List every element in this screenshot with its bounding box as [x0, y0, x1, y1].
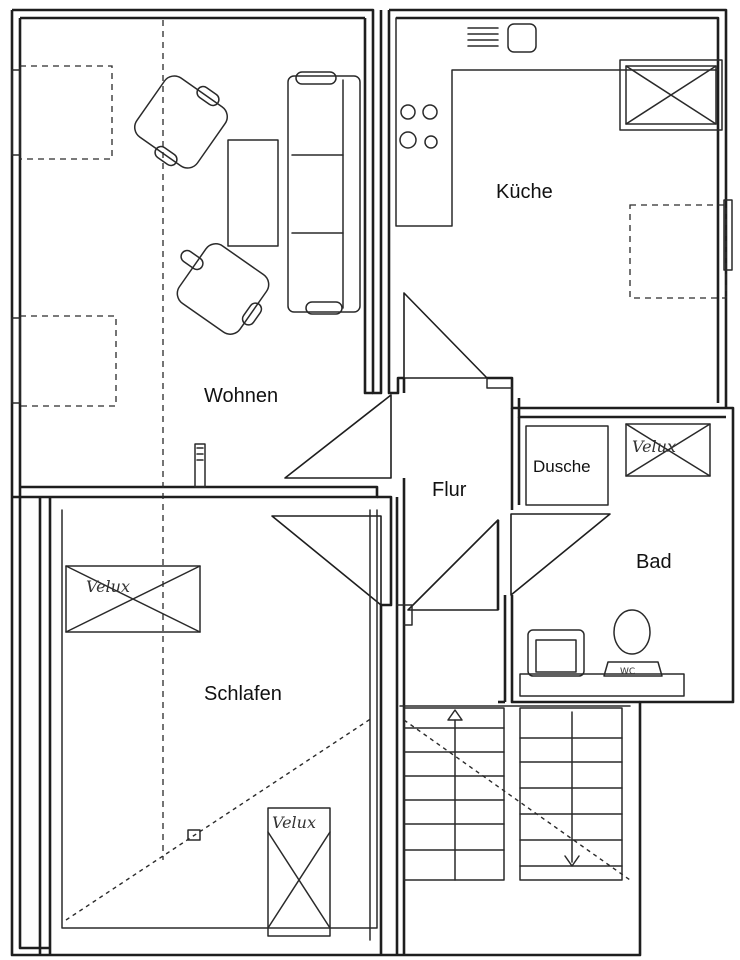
flur-doors [271, 292, 611, 611]
schlafen-skylights [65, 565, 331, 937]
kitchen-window [629, 199, 733, 299]
room-label-bad: Bad [636, 551, 672, 573]
staircase [399, 705, 631, 881]
room-label-kueche: Küche [496, 181, 553, 203]
room-label-dusche: Dusche [533, 457, 591, 476]
kitchen-skylight [619, 59, 723, 131]
wohnen-windows [11, 65, 117, 407]
outer-walls [10, 8, 735, 957]
wohnen-walls [12, 18, 379, 499]
bad-walls [503, 408, 640, 704]
velux-label-schlafen-left: Velux [86, 577, 130, 596]
bad-skylight [625, 423, 711, 477]
roof-slope-line-stair [403, 719, 631, 881]
room-label-wohnen: Wohnen [204, 385, 278, 407]
velux-label-schlafen-bottom: Velux [272, 813, 316, 832]
kitchen-counter [395, 17, 719, 227]
room-label-flur: Flur [432, 479, 467, 501]
vent [187, 829, 201, 841]
room-label-schlafen: Schlafen [204, 683, 282, 705]
schlafen-walls [38, 497, 378, 955]
roof-slope-line [65, 717, 373, 921]
wc-label: WC [620, 667, 635, 677]
living-furniture [134, 71, 361, 335]
bad-fixtures [519, 609, 685, 697]
velux-label-bad: Velux [632, 437, 676, 456]
